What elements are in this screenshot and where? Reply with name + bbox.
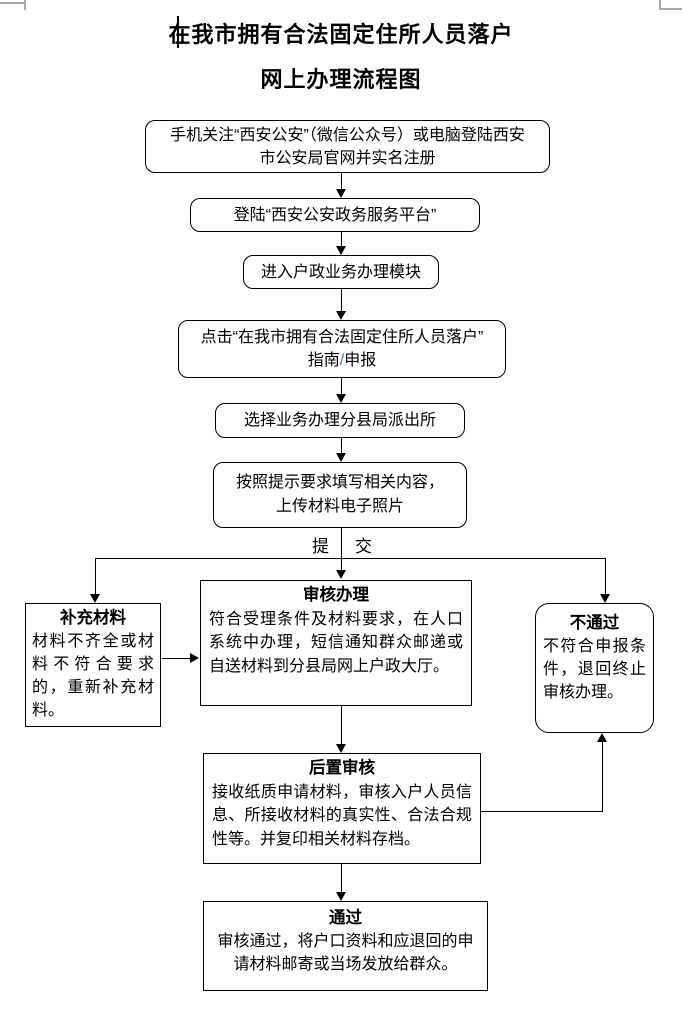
apply-text: 申报 xyxy=(344,352,377,369)
outcome-reject-box: 不通过 不符合申报条件，退回终止审核办理。 xyxy=(535,603,654,733)
branch-right-line xyxy=(605,558,607,594)
guide-apply-slash: / xyxy=(339,352,345,369)
connector-module-click-arrow xyxy=(336,311,346,320)
connector-click-select-line xyxy=(341,378,343,395)
connector-submit-arrow xyxy=(336,570,346,579)
outcome-review-title: 审核办理 xyxy=(303,586,369,604)
connector-supplement-review-line xyxy=(162,658,191,660)
connector-select-fill-line xyxy=(341,438,343,454)
submit-char1: 提 xyxy=(312,537,329,556)
flow-step-register-line2: 市公安局官网并实名注册 xyxy=(259,149,436,167)
branch-right-arrow xyxy=(600,594,610,603)
flow-step-click-service-line2: 指南/申报 xyxy=(179,349,505,372)
connector-post-pass-arrow xyxy=(336,892,346,901)
outcome-pass-box: 通过 审核通过，将户口资料和应退回的申请材料邮寄或当场发放给群众。 xyxy=(203,901,488,991)
connector-review-post-arrow xyxy=(336,744,346,753)
connector-submit-line xyxy=(341,528,343,570)
flow-step-fill-upload: 按照提示要求填写相关内容， 上传材料电子照片 xyxy=(213,462,467,528)
outcome-supplement-body: 材料不齐全或材料不符合要求的，重新补充材料。 xyxy=(32,633,154,719)
crop-mark-top-right-v xyxy=(659,0,661,8)
page-title-line1: 在我市拥有合法固定住所人员落户 xyxy=(168,22,514,47)
connector-register-login-arrow xyxy=(336,189,346,198)
outcome-supplement-box: 补充材料 材料不齐全或材料不符合要求的，重新补充材料。 xyxy=(25,603,161,727)
flow-step-fill-upload-line1: 按照提示要求填写相关内容， xyxy=(235,474,444,491)
connector-post-reject-arrow xyxy=(597,733,607,742)
connector-select-fill-arrow xyxy=(336,453,346,462)
flow-step-register: 手机关注“西安公安”（微信公众号）或电脑登陆西安 市公安局官网并实名注册 xyxy=(145,120,550,173)
connector-login-module-arrow xyxy=(336,246,346,255)
connector-post-reject-hline xyxy=(481,811,603,813)
flow-step-select-bureau-label: 选择业务办理分县局派出所 xyxy=(243,412,436,429)
crop-mark-top-right-h xyxy=(659,8,682,10)
crop-mark-top-left-h xyxy=(0,2,24,4)
outcome-review-box: 审核办理 符合受理条件及材料要求，在人口系统中办理，短信通知群众邮递或自送材料到… xyxy=(200,580,472,706)
flow-step-fill-upload-line2: 上传材料电子照片 xyxy=(275,498,404,515)
flow-step-login: 登陆“西安公安政务服务平台” xyxy=(190,198,480,232)
flow-step-enter-module: 进入户政业务办理模块 xyxy=(243,255,439,289)
guide-text: 指南 xyxy=(307,352,340,369)
connector-supplement-review-arrow xyxy=(190,653,199,663)
submit-label: 提 交 xyxy=(296,532,388,557)
outcome-post-review-title: 后置审核 xyxy=(309,759,375,777)
connector-post-reject-vline xyxy=(602,742,604,812)
page-title-line2: 网上办理流程图 xyxy=(260,67,422,92)
connector-login-module-line xyxy=(341,232,343,247)
outcome-supplement-title: 补充材料 xyxy=(60,609,126,627)
flow-step-select-bureau: 选择业务办理分县局派出所 xyxy=(215,403,465,438)
branch-rail xyxy=(95,558,605,560)
outcome-reject-title: 不通过 xyxy=(569,614,620,632)
flow-step-register-line1: 手机关注“西安公安”（微信公众号）或电脑登陆西安 xyxy=(170,126,525,144)
branch-left-arrow xyxy=(90,594,100,603)
flow-step-click-service: 点击“在我市拥有合法固定住所人员落户” 指南/申报 xyxy=(178,320,506,378)
flow-step-enter-module-label: 进入户政业务办理模块 xyxy=(260,263,421,281)
flow-step-login-label: 登陆“西安公安政务服务平台” xyxy=(233,206,437,224)
connector-module-click-line xyxy=(341,289,343,312)
text-cursor xyxy=(177,16,179,48)
connector-review-post-line xyxy=(341,706,343,744)
crop-mark-top-left-v xyxy=(24,0,26,10)
connector-post-pass-line xyxy=(341,864,343,892)
branch-left-line xyxy=(95,558,97,594)
outcome-pass-body: 审核通过，将户口资料和应退回的申请材料邮寄或当场发放给群众。 xyxy=(217,933,474,973)
outcome-reject-body: 不符合申报条件，退回终止审核办理。 xyxy=(543,638,646,701)
outcome-review-body: 符合受理条件及材料要求，在人口系统中办理，短信通知群众邮递或自送材料到分县局网上… xyxy=(209,610,463,675)
flow-step-click-service-line1: 点击“在我市拥有合法固定住所人员落户” xyxy=(200,329,484,346)
connector-click-select-arrow xyxy=(336,394,346,403)
outcome-post-review-box: 后置审核 接收纸质申请材料，审核入户人员信息、所接收材料的真实性、合法合规性等。… xyxy=(203,753,481,864)
outcome-post-review-body: 接收纸质申请材料，审核入户人员信息、所接收材料的真实性、合法合规性等。并复印相关… xyxy=(212,783,472,848)
connector-register-login-line xyxy=(341,173,343,190)
submit-char2: 交 xyxy=(355,537,372,556)
outcome-pass-title: 通过 xyxy=(329,909,362,927)
